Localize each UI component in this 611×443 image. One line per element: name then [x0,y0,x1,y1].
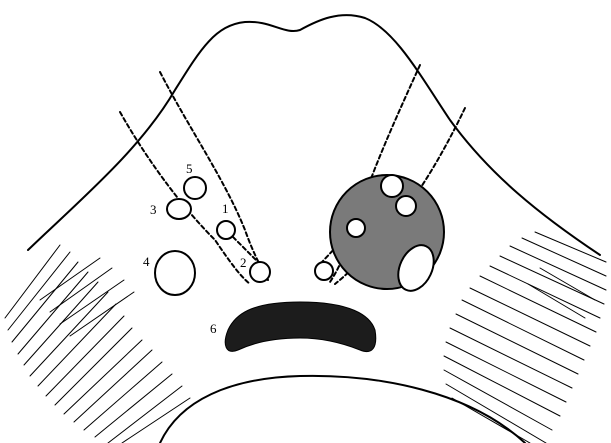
dark-slot-6 [225,302,376,352]
label-1: 1 [222,201,229,216]
left-outer-dashed-channel [160,72,268,280]
label-3: 3 [150,202,157,217]
right-hatching [444,232,606,443]
right-small-hole [315,262,333,280]
label-6: 6 [210,321,217,336]
lower-arch [160,376,525,443]
foramen-1 [217,221,235,239]
outer-outline [28,15,600,255]
foramen-2 [250,262,270,282]
right-center-hole [347,219,365,237]
label-5: 5 [186,161,193,176]
foramen-5 [184,177,206,199]
foramen-3 [167,199,191,219]
right-upper-hole-a [381,175,403,197]
foramen-4 [155,251,195,295]
label-4: 4 [143,254,150,269]
label-2: 2 [240,255,247,270]
right-upper-hole-b [396,196,416,216]
